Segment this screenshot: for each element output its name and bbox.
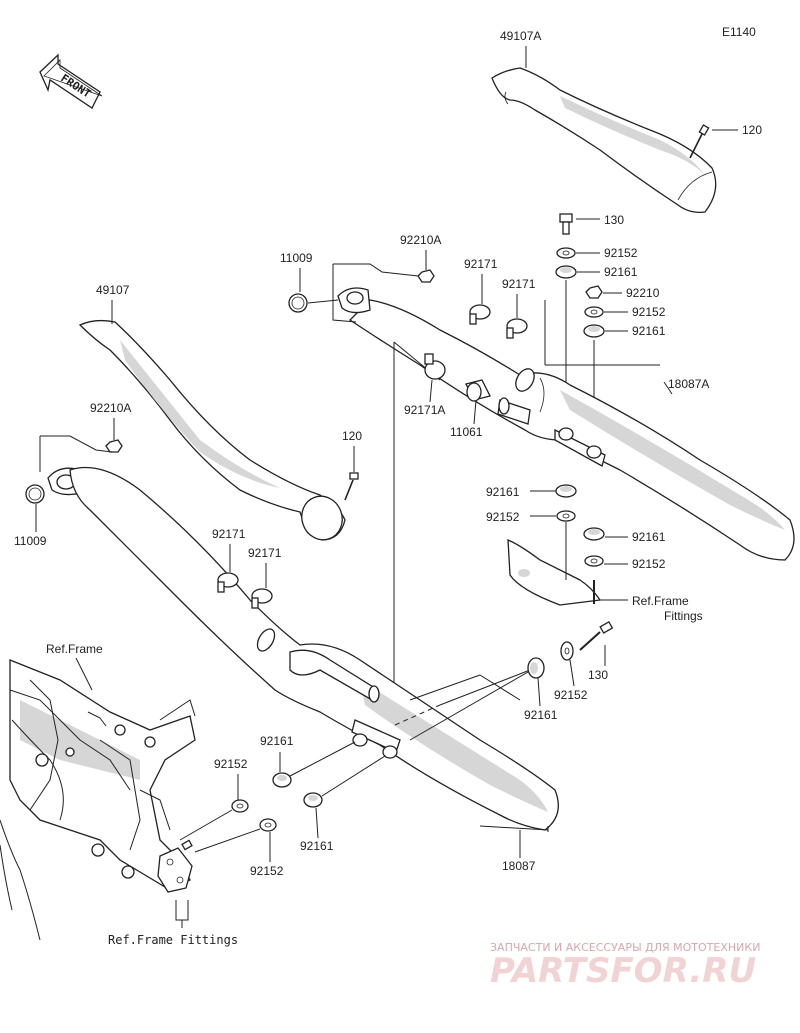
label-92161-a: 92161 [604, 265, 638, 279]
label-92161-e: 92161 [524, 708, 558, 722]
label-49107: 49107 [96, 283, 130, 297]
watermark-logo: PARTSFOR.RU [490, 951, 756, 991]
damper-92161-a [555, 265, 577, 279]
label-ref-frame-fittings-left: Ref.Frame Fittings [108, 933, 238, 947]
bolt-130-top [559, 213, 573, 235]
label-92161-f: 92161 [260, 734, 294, 748]
label-92171-c: 92171 [212, 527, 246, 541]
label-11009-upper: 11009 [280, 251, 313, 265]
clamp-92171-d [251, 588, 273, 609]
nut-92210A-lower [105, 439, 123, 453]
clamp-92171-c [217, 572, 239, 593]
bracket-upper [507, 427, 606, 606]
label-92210: 92210 [626, 286, 660, 300]
label-18087: 18087 [502, 859, 536, 873]
washer-92152-a [556, 247, 576, 259]
bolt-130-mid [579, 621, 614, 651]
washer-92152-b [584, 306, 604, 318]
label-11061: 11061 [450, 425, 483, 439]
bolt-120-lower [344, 472, 359, 501]
label-92171-d: 92171 [248, 546, 282, 560]
damper-92161-c [555, 484, 577, 498]
gasket-11061 [465, 379, 491, 402]
label-92210A-upper: 92210A [400, 233, 441, 247]
label-ref-frame-fittings-right: Ref.Frame [632, 594, 689, 608]
gasket-11009-upper [288, 293, 308, 313]
front-arrow-icon: FRONT [39, 53, 103, 109]
label-92152-b: 92152 [632, 305, 666, 319]
nut-92210A-upper [417, 269, 435, 283]
clamp-92171A [424, 353, 446, 380]
label-11009-lower: 11009 [14, 534, 47, 548]
label-130-mid: 130 [588, 668, 608, 682]
label-49107A: 49107A [500, 29, 541, 43]
flange-upper [337, 287, 371, 314]
label-ref-frame-fittings-right-2: Fittings [664, 609, 703, 623]
damper-92161-b [583, 324, 605, 338]
connector-pipe-upper [497, 397, 531, 425]
label-92161-c: 92161 [486, 485, 520, 499]
label-92161-b: 92161 [632, 324, 666, 338]
bracket-lower-muffler [351, 719, 401, 759]
diagram-code: E1140 [722, 25, 756, 39]
muffler-left [69, 466, 559, 831]
damper-92161-e [527, 657, 545, 679]
nut-92210 [585, 285, 603, 299]
label-92152-e: 92152 [554, 688, 588, 702]
washer-92152-c [556, 510, 576, 522]
label-130-top: 130 [604, 213, 624, 227]
label-18087A: 18087A [668, 377, 709, 391]
label-92210A-lower: 92210A [90, 401, 131, 415]
clamp-92171-a [469, 304, 491, 325]
damper-92161-g [303, 792, 323, 808]
label-92152-g: 92152 [250, 864, 284, 878]
bolt-120-upper [689, 124, 710, 159]
clamp-92171-b [506, 318, 528, 339]
label-92152-c: 92152 [486, 510, 520, 524]
label-92152-d: 92152 [632, 557, 666, 571]
label-92161-d: 92161 [632, 530, 666, 544]
frame-reference [0, 659, 196, 941]
label-120-lower: 120 [342, 429, 362, 443]
label-ref-frame: Ref.Frame [46, 642, 103, 656]
washer-92152-d [584, 555, 604, 567]
washer-92152-f [231, 799, 249, 813]
watermark-tagline: ЗАПЧАСТИ И АКСЕССУАРЫ ДЛЯ МОТОТЕХНИКИ [490, 941, 760, 954]
washer-92152-g [259, 818, 277, 832]
label-92152-a: 92152 [604, 246, 638, 260]
label-92161-g: 92161 [300, 839, 334, 853]
damper-92161-d [583, 527, 605, 541]
label-92171-a: 92171 [464, 257, 498, 271]
label-92171A: 92171A [404, 403, 445, 417]
gasket-11009-lower [25, 484, 45, 504]
damper-92161-f [272, 772, 292, 788]
heat-cover-lower [78, 319, 346, 541]
label-120-upper: 120 [742, 123, 762, 137]
heat-cover-upper [491, 67, 717, 213]
frame-fitting-lower [157, 839, 193, 893]
label-92171-b: 92171 [502, 277, 536, 291]
washer-92152-e [560, 641, 574, 661]
label-92152-f: 92152 [214, 757, 248, 771]
